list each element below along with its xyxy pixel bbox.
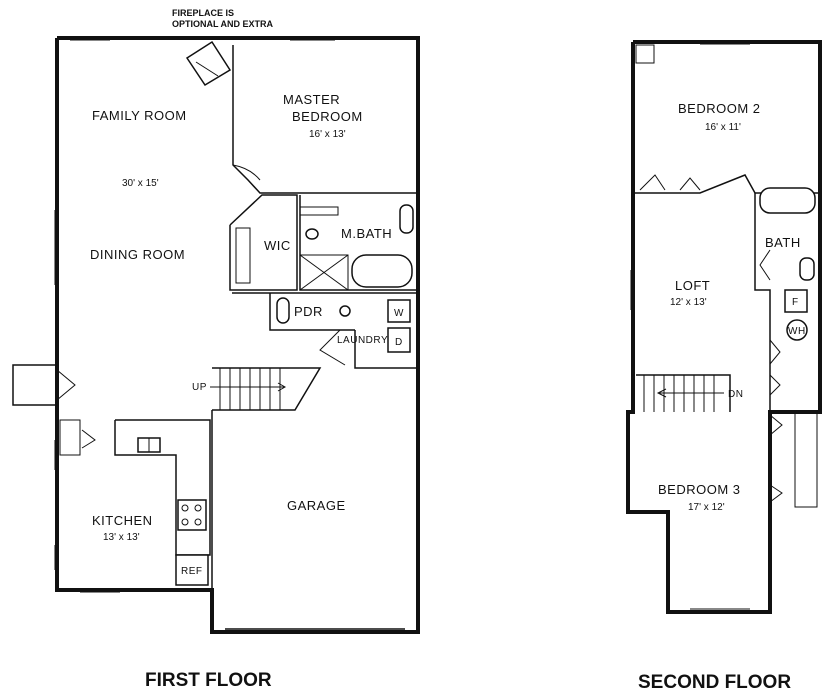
ref-label: REF	[181, 566, 203, 577]
bath-wall	[754, 193, 771, 412]
first-floor-exterior-wall	[57, 36, 420, 372]
shower	[299, 254, 349, 291]
family-room-label: FAMILY ROOM	[92, 108, 187, 123]
garage-label: GARAGE	[287, 498, 346, 513]
front-door-swing	[56, 369, 76, 401]
second-floor-plan	[626, 40, 822, 614]
water-heater-label: WH	[788, 326, 806, 337]
wic-label: WIC	[264, 238, 291, 253]
stairs-up-label: UP	[192, 382, 207, 393]
stairs-dn-label: DN	[728, 389, 743, 400]
bath-label: BATH	[765, 235, 801, 250]
pdr-toilet	[339, 305, 351, 317]
furnace	[784, 289, 808, 313]
loft-dim: 12' x 13'	[670, 297, 707, 308]
dining-room-label: DINING ROOM	[90, 247, 185, 262]
first-floor-plan	[12, 36, 420, 634]
fireplace-note-line2: OPTIONAL AND EXTRA	[172, 19, 274, 29]
master-bath-toilet	[305, 228, 319, 240]
washer	[387, 299, 411, 323]
bedroom3-closet	[794, 411, 818, 508]
bath-vanity	[299, 206, 339, 216]
washer-label: W	[394, 308, 404, 319]
bath-sink	[799, 257, 815, 281]
second-floor-exterior-wall	[626, 40, 822, 614]
bedroom3-label: BEDROOM 3	[658, 482, 741, 497]
loft-label: LOFT	[675, 278, 710, 293]
master-bath-label: M.BATH	[341, 226, 392, 241]
front-entry	[12, 364, 57, 406]
laundry-wall	[354, 330, 418, 369]
master-bedroom-label-1: MASTER	[283, 92, 340, 107]
wic-wall	[229, 194, 298, 291]
furnace-label: F	[792, 297, 799, 308]
first-floor-caption: FIRST FLOOR	[145, 670, 272, 691]
bedroom2-label: BEDROOM 2	[678, 101, 761, 116]
dryer	[387, 327, 411, 353]
family-room-dim: 30' x 15'	[122, 178, 159, 189]
laundry-label: LAUNDRY	[337, 335, 388, 346]
fireplace	[185, 40, 232, 87]
master-bath-sink	[399, 204, 414, 234]
wic-shelf	[235, 227, 251, 284]
master-bedroom-wall	[232, 45, 418, 194]
fireplace-note-line1: FIREPLACE IS	[172, 8, 234, 18]
dryer-label: D	[395, 337, 403, 348]
second-floor-stairs	[636, 374, 731, 412]
bedroom3-dim: 17' x 12'	[688, 502, 725, 513]
kitchen-label: KITCHEN	[92, 513, 153, 528]
closet-corner	[635, 44, 655, 64]
bedroom2-dim: 16' x 11'	[705, 122, 741, 133]
master-bedroom-label-2: BEDROOM	[292, 109, 363, 124]
second-floor-caption: SECOND FLOOR	[638, 672, 791, 693]
bath-tub	[759, 187, 816, 214]
pantry	[59, 419, 81, 456]
garage-exterior-wall	[176, 372, 420, 634]
pdr-label: PDR	[294, 304, 323, 319]
master-bedroom-dim: 16' x 13'	[309, 129, 346, 140]
water-heater	[786, 319, 808, 341]
master-bath-tub	[351, 254, 413, 288]
stove	[177, 499, 207, 531]
first-floor-exterior-wall-west	[55, 38, 176, 592]
refrigerator	[175, 554, 209, 586]
first-floor-stairs	[210, 367, 322, 411]
pdr-sink	[276, 297, 290, 324]
kitchen-dim: 13' x 13'	[103, 532, 140, 543]
